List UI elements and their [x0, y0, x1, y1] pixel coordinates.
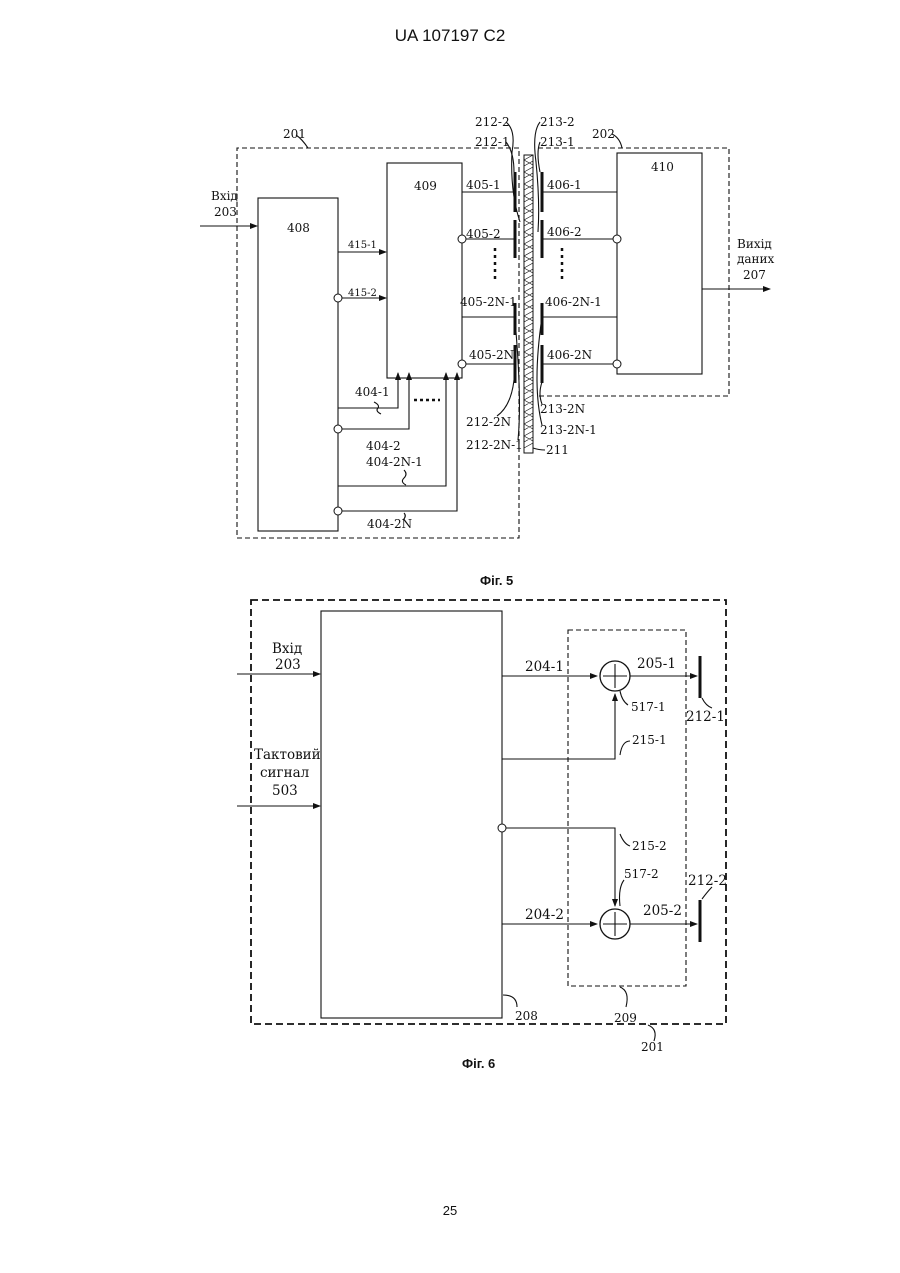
figure-5: 201 202 408 409 410 Вхід 203 Вихід даних… — [200, 115, 775, 588]
label-405-2: 405-2 — [466, 227, 501, 241]
block-208 — [321, 611, 502, 1018]
label-211: 211 — [546, 443, 569, 457]
label-405-2n: 405-2N — [469, 348, 514, 362]
label-406-1: 406-1 — [547, 178, 582, 192]
inverted-node-405-2 — [458, 235, 466, 243]
label-406-2n-1: 406-2N-1 — [545, 295, 602, 309]
inverted-node-406-2 — [613, 235, 621, 243]
clock-label-1: Тактовий — [254, 747, 321, 763]
leader-404-2n-1 — [402, 470, 406, 485]
leader-201 — [648, 1025, 655, 1041]
leader-211 — [533, 448, 545, 450]
fig5-caption: Фіг. 5 — [480, 573, 513, 588]
label-204-1: 204-1 — [525, 659, 564, 675]
label-201: 201 — [283, 127, 306, 141]
leader-215-2 — [620, 834, 630, 846]
label-213-2: 213-2 — [540, 115, 575, 129]
line-404-2 — [342, 373, 409, 429]
label-406-2: 406-2 — [547, 225, 582, 239]
leader-517-1 — [620, 691, 628, 705]
inverted-node-405-2n — [458, 360, 466, 368]
label-205-2: 205-2 — [643, 903, 682, 919]
label-404-1: 404-1 — [355, 385, 390, 399]
label-405-1: 405-1 — [466, 178, 501, 192]
label-205-1: 205-1 — [637, 656, 676, 672]
label-415-1: 415-1 — [348, 240, 377, 251]
inverted-node-404-2 — [334, 425, 342, 433]
label-212-1: 212-1 — [475, 135, 510, 149]
clock-number: 503 — [272, 783, 298, 799]
leader-208 — [503, 995, 517, 1007]
block-408 — [258, 198, 338, 531]
label-213-2n-1: 213-2N-1 — [540, 423, 597, 437]
input-number: 203 — [214, 205, 237, 219]
label-517-2: 517-2 — [624, 867, 659, 881]
label-212-2n: 212-2N — [466, 415, 511, 429]
clock-label-2: сигнал — [260, 765, 310, 781]
output-number: 207 — [743, 268, 766, 282]
leader-212-2n — [497, 380, 514, 416]
label-212-2: 212-2 — [688, 873, 727, 889]
label-204-2: 204-2 — [525, 907, 564, 923]
label-405-2n-1: 405-2N-1 — [460, 295, 517, 309]
page-number: 25 — [0, 1203, 900, 1218]
input-label: Вхід — [272, 641, 302, 657]
input-number: 203 — [275, 657, 301, 673]
fig6-caption: Фіг. 6 — [462, 1056, 495, 1071]
output-label-1: Вихід — [737, 237, 772, 251]
label-404-2n: 404-2N — [367, 517, 412, 531]
label-212-1: 212-1 — [686, 709, 725, 725]
label-410: 410 — [651, 160, 674, 174]
label-404-2: 404-2 — [366, 439, 401, 453]
label-408: 408 — [287, 221, 310, 235]
block-409 — [387, 163, 462, 378]
block-410 — [617, 153, 702, 374]
label-212-2: 212-2 — [475, 115, 510, 129]
label-201: 201 — [641, 1040, 664, 1054]
inverted-node-406-2n — [613, 360, 621, 368]
input-label: Вхід — [211, 189, 238, 203]
label-209: 209 — [614, 1011, 637, 1025]
output-label-2: даних — [737, 252, 775, 266]
inverted-node-404-2n — [334, 507, 342, 515]
inverted-node-215-2 — [498, 824, 506, 832]
label-213-2n: 213-2N — [540, 402, 585, 416]
label-215-1: 215-1 — [632, 733, 667, 747]
label-213-1: 213-1 — [540, 135, 575, 149]
label-406-2n: 406-2N — [547, 348, 592, 362]
label-212-2n-1: 212-2N-1 — [466, 438, 523, 452]
label-409: 409 — [414, 179, 437, 193]
label-215-2: 215-2 — [632, 839, 667, 853]
label-202: 202 — [592, 127, 615, 141]
figure-6: 208 209 201 Вхід 203 Тактовий сигнал 503… — [237, 600, 727, 1071]
leader-209 — [620, 987, 627, 1007]
leader-212-1 — [702, 698, 712, 708]
line-215-1 — [502, 694, 615, 759]
line-215-2 — [506, 828, 615, 906]
leader-517-2 — [620, 880, 625, 906]
leader-213-2n — [540, 382, 542, 404]
label-208: 208 — [515, 1009, 538, 1023]
label-415-2: 415-2 — [348, 288, 377, 299]
inverted-node-415-2 — [334, 294, 342, 302]
leader-215-1 — [620, 741, 630, 755]
label-517-1: 517-1 — [631, 700, 666, 714]
label-404-2n-1: 404-2N-1 — [366, 455, 423, 469]
